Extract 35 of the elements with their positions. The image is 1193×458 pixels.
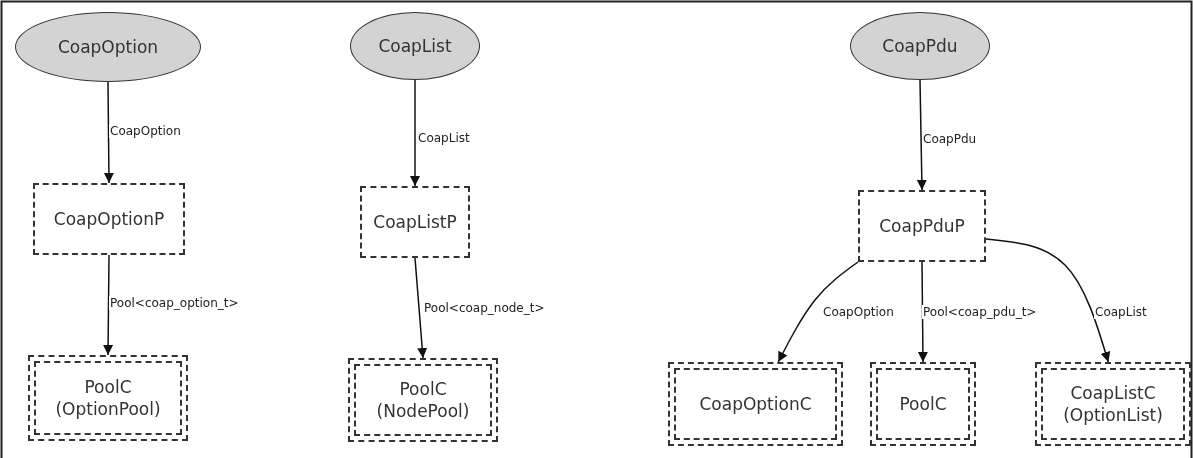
edge-label: Pool<coap_pdu_t> bbox=[922, 305, 1038, 319]
double-dashed-box bbox=[28, 355, 188, 441]
node-label: PoolC (OptionPool) bbox=[54, 375, 162, 421]
edge-label: Pool<coap_option_t> bbox=[109, 296, 240, 310]
arrow bbox=[103, 254, 114, 356]
arrow bbox=[777, 261, 859, 363]
dashed-box bbox=[858, 190, 986, 262]
node-label: CoapListC (OptionList) bbox=[1062, 381, 1164, 427]
arrow bbox=[410, 79, 420, 187]
double-dashed-box bbox=[348, 358, 498, 442]
dashed-box bbox=[360, 186, 470, 258]
node-label: CoapPdu bbox=[882, 34, 958, 58]
node-label: PoolC bbox=[899, 392, 947, 416]
edge-label: CoapList bbox=[417, 131, 471, 145]
double-dashed-box bbox=[668, 362, 843, 446]
edge-label: CoapList bbox=[1094, 305, 1148, 319]
arrow bbox=[103, 81, 114, 184]
arrow bbox=[985, 238, 1111, 363]
edge-label: CoapOption bbox=[822, 305, 895, 319]
edge-label: CoapPdu bbox=[922, 132, 978, 146]
node-label: CoapListP bbox=[373, 210, 457, 234]
node-label: CoapOption bbox=[57, 35, 159, 59]
arrow bbox=[917, 261, 928, 363]
arrow bbox=[414, 257, 428, 359]
edge-label: CoapOption bbox=[109, 124, 182, 138]
arrow bbox=[916, 79, 927, 191]
double-dashed-box bbox=[1035, 362, 1191, 446]
node-label: PoolC (NodePool) bbox=[375, 377, 471, 423]
dashed-box bbox=[33, 183, 185, 255]
double-dashed-box bbox=[870, 362, 976, 446]
node-label: CoapOptionC bbox=[699, 392, 812, 416]
node-label: CoapPduP bbox=[879, 214, 965, 238]
edge-label: Pool<coap_node_t> bbox=[423, 301, 546, 315]
node-label: CoapOptionP bbox=[53, 207, 165, 231]
node-label: CoapList bbox=[378, 34, 452, 58]
